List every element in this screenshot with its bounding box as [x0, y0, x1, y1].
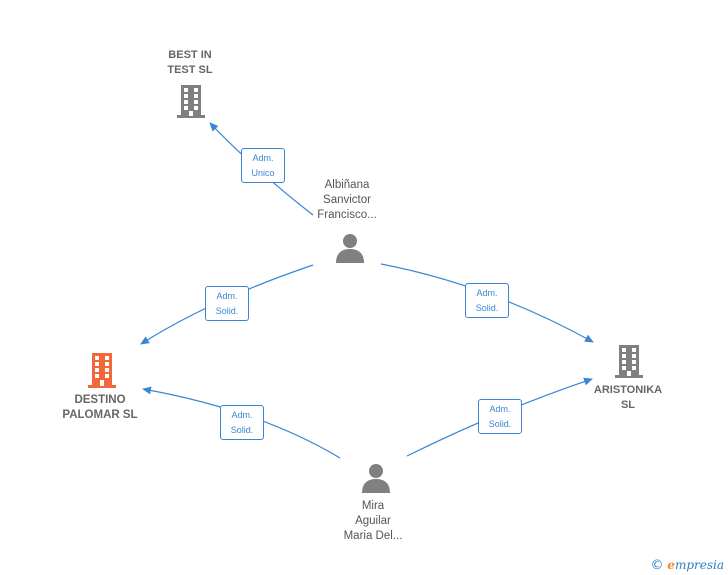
person-icon[interactable]	[335, 233, 365, 263]
person-name-line3: Francisco...	[317, 209, 377, 221]
role-line2: Solid.	[215, 306, 239, 316]
role-line2: Solid.	[475, 303, 499, 313]
role-badge[interactable]: Adm. Solid.	[478, 399, 522, 434]
building-icon[interactable]	[176, 84, 206, 118]
role-line2: Solid.	[488, 419, 512, 429]
role-badge[interactable]: Adm. Solid.	[205, 286, 249, 321]
role-line1: Adm.	[489, 404, 511, 414]
person-name-line3: Maria Del...	[343, 530, 403, 542]
company-label-best-in-test[interactable]: BEST IN TEST SL	[140, 48, 240, 78]
brand-initial: e	[667, 558, 675, 572]
person-icon[interactable]	[361, 463, 391, 493]
role-badge[interactable]: Adm. Solid.	[220, 405, 264, 440]
person-name-line1: Albiñana	[324, 179, 370, 191]
person-label-mira[interactable]: Mira Aguilar Maria Del...	[318, 499, 428, 544]
role-badge[interactable]: Adm. Solid.	[465, 283, 509, 318]
company-name-line2: SL	[620, 399, 636, 411]
role-line1: Adm.	[476, 288, 498, 298]
building-icon[interactable]	[87, 352, 117, 388]
company-label-destino-palomar[interactable]: DESTINO PALOMAR SL	[40, 393, 160, 423]
company-name-line1: BEST IN	[168, 49, 212, 61]
company-name-line2: TEST SL	[167, 64, 213, 76]
role-line1: Adm.	[231, 410, 253, 420]
copyright-icon: ©	[650, 558, 664, 573]
role-line2: Unico	[251, 168, 275, 178]
role-line1: Adm.	[216, 291, 238, 301]
person-label-albinana[interactable]: Albiñana Sanvictor Francisco...	[292, 178, 402, 223]
person-name-line2: Sanvictor	[323, 194, 371, 206]
brand-name: mpresia	[674, 558, 724, 572]
person-name-line1: Mira	[361, 500, 385, 512]
building-icon[interactable]	[614, 344, 644, 378]
company-label-aristonika[interactable]: ARISTONIKA SL	[578, 383, 678, 413]
company-name-line2: PALOMAR SL	[62, 409, 138, 421]
company-name-line1: ARISTONIKA	[593, 384, 663, 396]
brand-logo: © empresia	[650, 558, 724, 573]
company-name-line1: DESTINO	[74, 394, 126, 406]
person-name-line2: Aguilar	[355, 515, 391, 527]
role-line2: Solid.	[230, 425, 254, 435]
role-badge[interactable]: Adm. Unico	[241, 148, 285, 183]
role-line1: Adm.	[252, 153, 274, 163]
